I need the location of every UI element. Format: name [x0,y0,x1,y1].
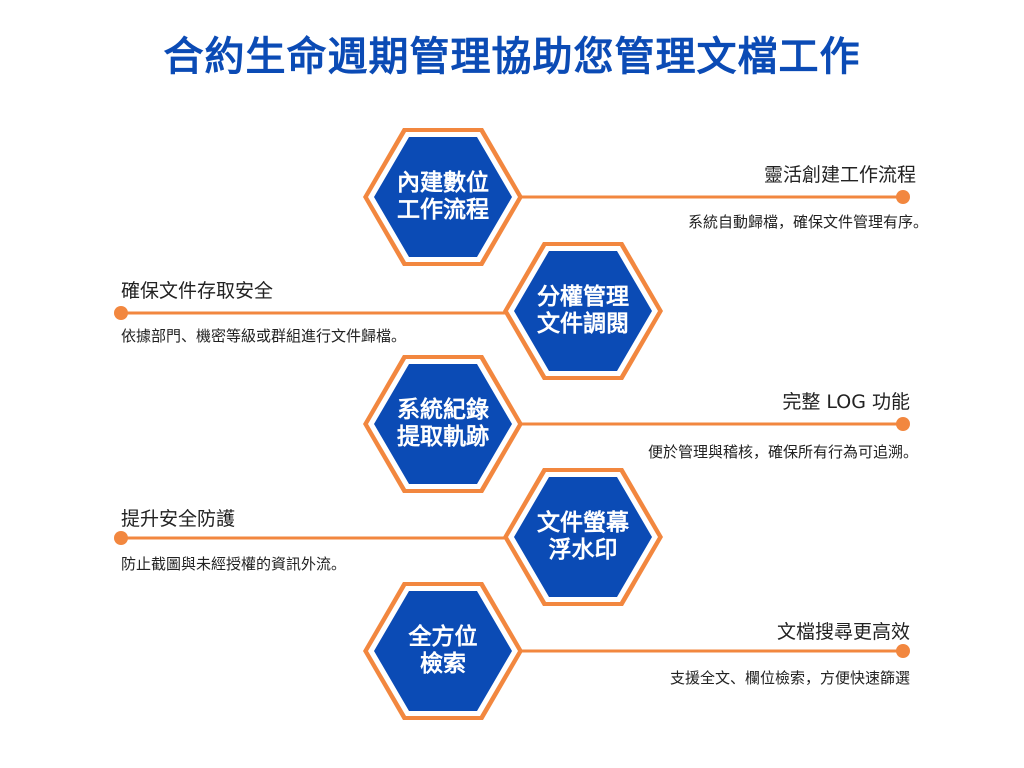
feature-4-heading: 提升安全防護 [121,508,236,530]
feature-2-description: 依據部門、機密等級或群組進行文件歸檔。 [121,327,407,345]
feature-3-description: 便於管理與稽核，確保所有行為可追溯。 [647,443,918,461]
hexagon-1 [363,128,523,266]
feature-5-heading: 文檔搜尋更高效 [776,621,910,643]
hex-label-2: 分權管理 文件調閱 [513,284,653,338]
feature-3-heading: 完整 LOG 功能 [782,391,910,413]
hex-label-5-line-2: 檢索 [420,651,466,677]
connector-dot-4 [114,531,128,545]
connector-dot-5 [896,644,910,658]
hex-label-1-line-2: 工作流程 [397,197,489,223]
hexagon-3 [363,355,523,493]
hex-label-3-line-2: 提取軌跡 [397,424,489,450]
hexagon-4 [503,468,663,606]
feature-1-description: 系統自動歸檔，確保文件管理有序。 [687,213,928,231]
hex-label-3: 系統紀錄 提取軌跡 [373,397,513,451]
feature-5-description: 支援全文、欄位檢索，方便快速篩選 [669,669,910,687]
feature-2-heading: 確保文件存取安全 [121,280,274,302]
hex-label-4-line-2: 浮水印 [548,537,618,563]
hex-label-5-line-1: 全方位 [408,624,478,650]
hex-label-3-line-1: 系統紀錄 [397,397,489,423]
connector-dot-3 [896,417,910,431]
hex-label-1-line-1: 內建數位 [397,170,489,196]
hexagon-2 [503,242,663,380]
page-title: 合約生命週期管理協助您管理文檔工作 [163,34,861,80]
hex-label-2-line-1: 分權管理 [537,284,629,310]
hex-label-4-line-1: 文件螢幕 [537,510,629,536]
feature-1-heading: 靈活創建工作流程 [763,164,916,186]
hexagon-5 [363,582,523,720]
hex-label-5: 全方位 檢索 [373,624,513,678]
feature-4-description: 防止截圖與未經授權的資訊外流。 [121,555,347,573]
hex-label-2-line-2: 文件調閱 [537,311,629,337]
connector-dot-1 [896,190,910,204]
hex-label-1: 內建數位 工作流程 [373,170,513,224]
hex-label-4: 文件螢幕 浮水印 [513,510,653,564]
connector-dot-2 [114,306,128,320]
